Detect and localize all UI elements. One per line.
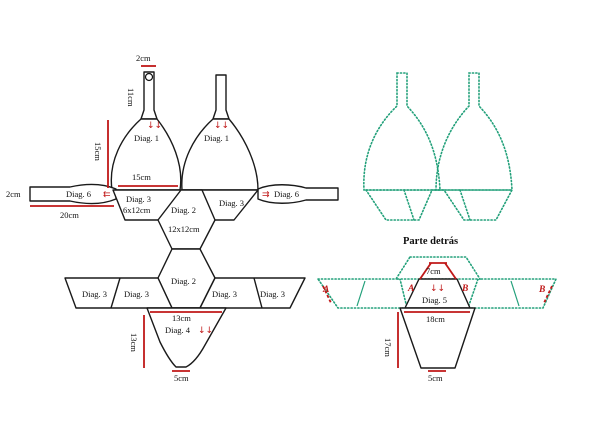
back-center-piece [394, 256, 482, 280]
bottom-top-label: 13cm [172, 313, 191, 323]
diag2-label: Diag. 2 [171, 276, 196, 286]
marker-line [543, 285, 553, 304]
diag2-size-label: 12x12cm [168, 224, 200, 234]
diag3-label: Diag. 3 [124, 289, 149, 299]
diag3-label: Diag. 3 [212, 289, 237, 299]
marker-a-label: A [407, 284, 414, 294]
diag5-label: Diag. 5 [422, 295, 447, 305]
divider [510, 280, 520, 307]
side-width-label: 2cm [6, 189, 21, 199]
arrows-down-icon: ↓↓ [430, 284, 445, 294]
back-band-outline-right [466, 278, 558, 309]
back-height-label: 17cm [383, 338, 393, 357]
back-band-outline [316, 278, 409, 309]
back-right-strap-cup [435, 72, 513, 191]
diag3-label: Diag. 3 [82, 289, 107, 299]
left-strap [140, 71, 158, 120]
divider [253, 277, 263, 309]
divider [459, 189, 471, 221]
marker-line [322, 285, 332, 304]
arrows-down-icon: ↓↓ [198, 326, 213, 336]
back-title: Parte detrás [403, 236, 458, 247]
diag2-label: Diag. 2 [171, 205, 196, 215]
back-labels: 7cm A B A B ↓↓ Diag. 5 18cm 17cm 5cm [322, 266, 545, 383]
strap-length-label: 11cm [126, 88, 136, 107]
strap-ring-icon [144, 72, 154, 82]
back-base-label: 5cm [428, 373, 443, 383]
back-view [363, 72, 513, 221]
measure-line [444, 262, 457, 280]
divider [356, 280, 366, 307]
cup-height-label: 15cm [93, 142, 103, 161]
arrows-right-icon: ⇉ [262, 190, 270, 200]
bottom-base-label: 5cm [174, 373, 189, 383]
back-band [316, 256, 558, 369]
arrows-left-icon: ⇇ [103, 190, 111, 200]
diag3-label: Diag. 3 [219, 198, 244, 208]
front-view [29, 71, 339, 368]
marker-b-label: B [461, 284, 468, 294]
bottom-height-label: 13cm [129, 333, 139, 352]
cup-base-label: 15cm [132, 172, 151, 182]
marker-b-label: B [538, 285, 545, 295]
bottom-panel [146, 307, 227, 368]
diag3-size-label: 6x12cm [123, 205, 151, 215]
back-trapezoids [365, 189, 513, 221]
arrows-down-icon: ↓↓ [214, 121, 229, 131]
divider [403, 189, 415, 221]
diag1-left-label: Diag. 1 [134, 133, 159, 143]
diag6-left-label: Diag. 6 [66, 189, 91, 199]
arrows-down-icon: ↓↓ [147, 121, 162, 131]
back-mid-label: 18cm [426, 314, 445, 324]
side-length-label: 20cm [60, 210, 79, 220]
diag3-label: Diag. 3 [260, 289, 285, 299]
strap-width-label: 2cm [136, 53, 151, 63]
diag3-label: Diag. 3 [126, 194, 151, 204]
right-side-strap [257, 184, 339, 204]
marker-a-label: A [322, 285, 329, 295]
back-top-label: 7cm [426, 266, 441, 276]
diag6-right-label: Diag. 6 [274, 189, 299, 199]
diag1-right-label: Diag. 1 [204, 133, 229, 143]
measure-line [419, 262, 432, 280]
back-bottom-panel [399, 307, 476, 369]
front-labels: 2cm 11cm Diag. 1 Diag. 1 ↓↓ ↓↓ 15cm 15cm… [6, 53, 299, 383]
divider [110, 277, 121, 309]
diag4-label: Diag. 4 [165, 325, 191, 335]
right-strap [212, 74, 230, 120]
back-left-strap-cup [363, 72, 441, 191]
